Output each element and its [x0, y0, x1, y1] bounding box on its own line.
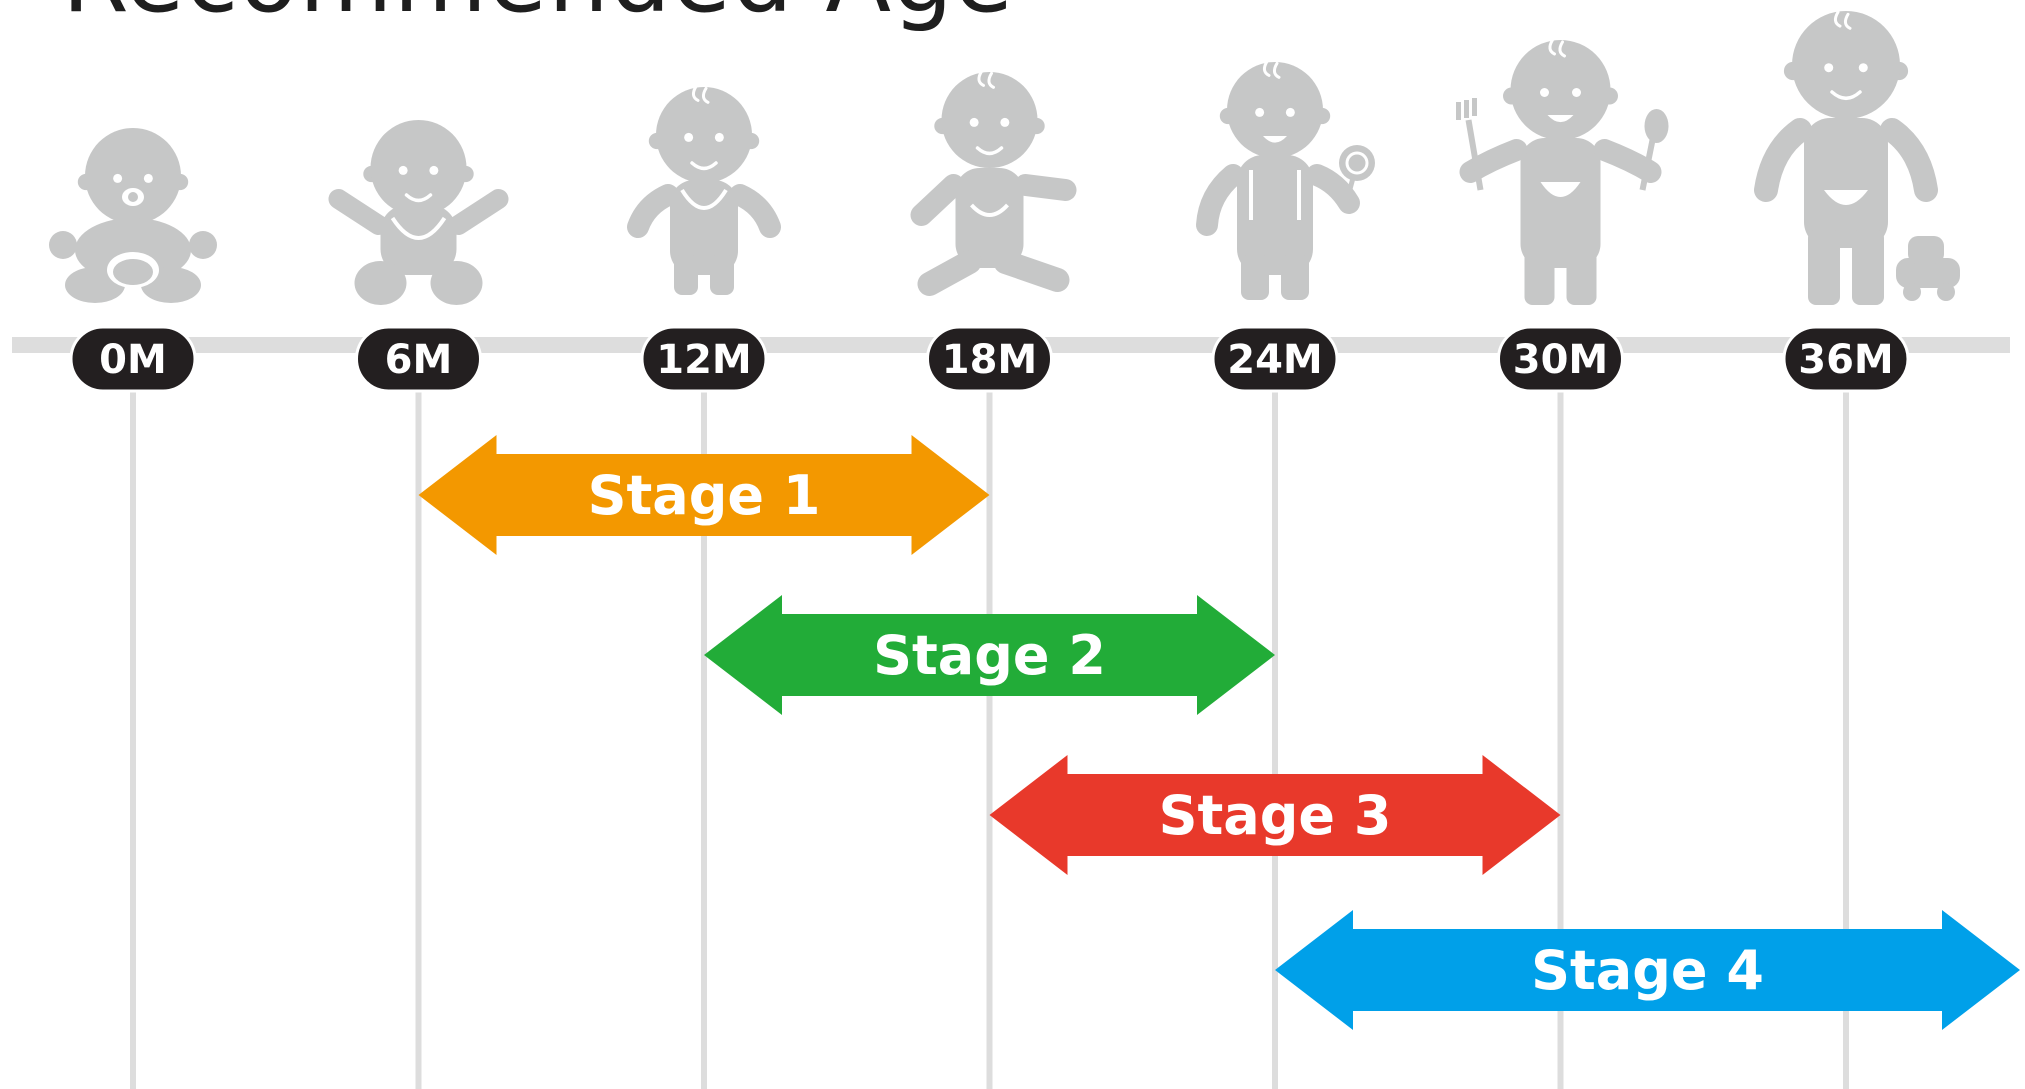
- month-label-text: 30M: [1513, 337, 1608, 383]
- stage-arrow: Stage 4: [1275, 910, 2020, 1030]
- stage-label: Stage 3: [1159, 784, 1392, 847]
- toddler-walking-figure: [910, 69, 1077, 296]
- newborn-sitting-figure: [49, 128, 217, 303]
- stage-arrow-shape: [704, 595, 1275, 715]
- stage-arrow-shape: [989, 755, 1561, 875]
- stage-label: Stage 4: [1531, 939, 1764, 1002]
- stage-arrow: Stage 2: [704, 595, 1275, 715]
- stage-arrow-shape: [1275, 910, 2020, 1030]
- month-label-text: 36M: [1798, 337, 1893, 383]
- stage-arrow: Stage 1: [418, 435, 990, 555]
- month-label-pill: 0M: [69, 325, 197, 393]
- stage-label: Stage 2: [873, 624, 1106, 687]
- stage-arrows: Stage 1 Stage 2 Stage 3 Stage 4: [418, 435, 2020, 1030]
- child-figures: [49, 10, 1960, 305]
- stage-arrow-shape: [418, 435, 990, 555]
- child-fork-spoon-figure: [1456, 38, 1669, 305]
- child-toy-car-figure: [1754, 10, 1960, 305]
- baby-sitting-bib-figure: [328, 120, 509, 305]
- month-label-text: 0M: [99, 337, 167, 383]
- page-title: Recommended Age: [62, 0, 1014, 34]
- month-label-text: 6M: [385, 337, 453, 383]
- month-label-text: 18M: [942, 337, 1037, 383]
- month-label-pill: 6M: [355, 325, 482, 393]
- month-label-pill: 24M: [1211, 325, 1339, 393]
- stage-label: Stage 1: [588, 464, 821, 527]
- month-label-text: 24M: [1227, 337, 1322, 383]
- month-label-text: 12M: [656, 337, 751, 383]
- month-label-pill: 18M: [926, 325, 1053, 393]
- toddler-standing-bib-figure: [627, 84, 781, 295]
- month-label-pill: 36M: [1782, 325, 1910, 393]
- month-labels: 0M 6M 12M 18M 24M 30M 36M: [69, 325, 1910, 393]
- toddler-lollipop-figure: [1196, 59, 1375, 300]
- month-label-pill: 12M: [640, 325, 768, 393]
- stage-arrow: Stage 3: [989, 755, 1561, 875]
- month-label-pill: 30M: [1497, 325, 1624, 393]
